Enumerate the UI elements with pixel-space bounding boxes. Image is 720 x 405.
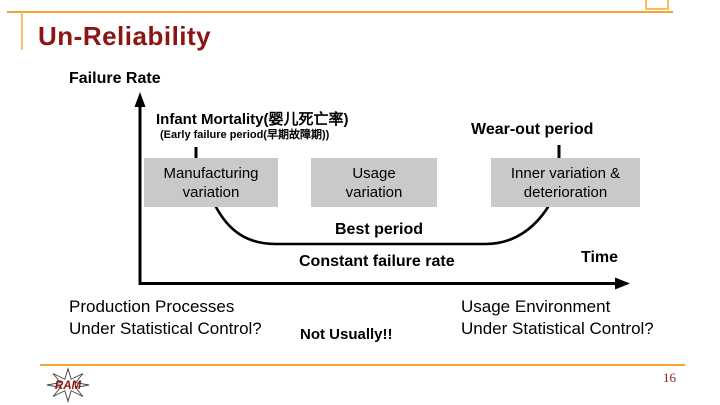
- top-accent-line: [7, 11, 673, 13]
- wear-out-period-label: Wear-out period: [471, 121, 594, 138]
- footer-accent-line: [40, 364, 685, 366]
- note-line: Under Statistical Control?: [461, 319, 654, 338]
- page-number: 16: [663, 370, 676, 385]
- note-line: Usage Environment: [461, 297, 611, 316]
- box-label-line: variation: [182, 183, 240, 201]
- y-axis-label: Failure Rate: [69, 70, 161, 87]
- constant-failure-rate-label: Constant failure rate: [299, 253, 455, 270]
- usage-environment-note: Usage Environment Under Statistical Cont…: [461, 296, 654, 340]
- star-outline: [46, 367, 90, 403]
- usage-variation-box: Usage variation: [311, 158, 437, 207]
- box-label-line: Usage: [352, 164, 396, 182]
- slide-title: Un-Reliability: [38, 21, 212, 51]
- note-line: Production Processes: [69, 297, 235, 316]
- box-label-line: deterioration: [523, 183, 608, 201]
- ram-star-logo-icon: RAM: [46, 367, 90, 403]
- title-accent-line: [21, 12, 23, 50]
- best-period-label: Best period: [335, 221, 424, 238]
- y-axis-arrow-icon: [134, 92, 146, 107]
- corner-square-decoration: [645, 0, 669, 10]
- inner-variation-box: Inner variation & deterioration: [491, 158, 640, 207]
- note-line: Under Statistical Control?: [69, 319, 262, 338]
- logo-text: RAM: [55, 380, 82, 392]
- production-processes-note: Production Processes Under Statistical C…: [69, 296, 262, 340]
- manufacturing-variation-box: Manufacturing variation: [144, 158, 278, 207]
- box-label-line: Manufacturing: [163, 164, 259, 182]
- infant-mortality-label: Infant Mortality(婴儿死亡率): [156, 111, 349, 128]
- box-label-line: variation: [345, 183, 403, 201]
- x-axis-arrow-icon: [615, 277, 630, 290]
- not-usually-note: Not Usually!!: [300, 326, 393, 343]
- x-axis-label: Time: [581, 249, 619, 266]
- early-failure-period-label: (Early failure period(早期故障期)): [160, 129, 330, 141]
- box-label-line: Inner variation &: [510, 164, 621, 182]
